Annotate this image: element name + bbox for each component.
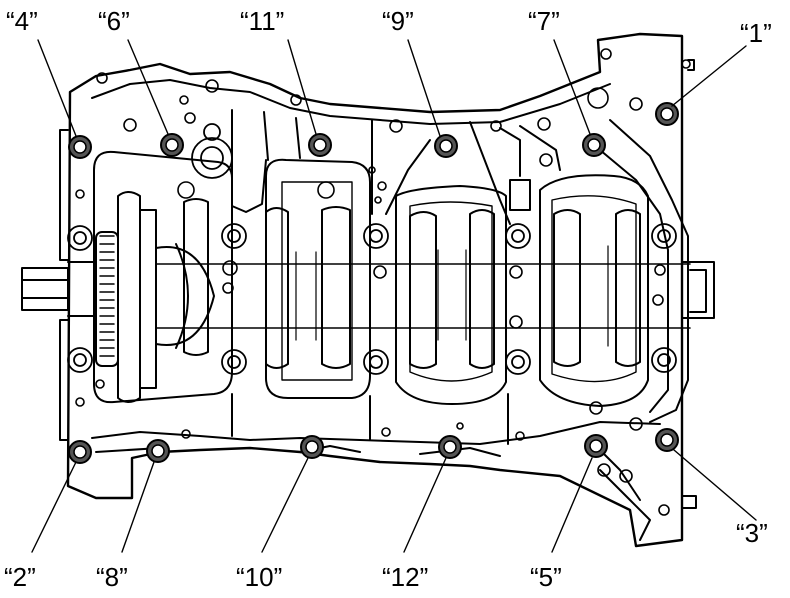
label-2: “2” [4, 562, 36, 592]
label-11: “11” [240, 6, 284, 36]
label-10: “10” [236, 562, 282, 592]
bolts [68, 102, 679, 464]
bolt-10 [300, 435, 324, 459]
label-12: “12” [382, 562, 428, 592]
leader-3 [673, 449, 757, 521]
bolt-8 [146, 439, 170, 463]
label-5: “5” [530, 562, 562, 592]
leader-1 [671, 45, 747, 107]
label-9: “9” [382, 6, 414, 36]
leader-9 [407, 39, 441, 137]
leader-8 [121, 461, 155, 553]
leader-7 [553, 39, 591, 135]
bearing-bays [93, 150, 649, 407]
bolt-7 [582, 133, 606, 157]
bolt-9 [434, 134, 458, 158]
leader-11 [287, 39, 317, 135]
bolt-12 [438, 435, 462, 459]
small-holes [75, 48, 691, 516]
label-6: “6” [98, 6, 130, 36]
reluctor-ring [95, 231, 119, 367]
leader-12 [403, 457, 447, 553]
dowel-holes [67, 123, 677, 375]
leader-5 [551, 457, 593, 553]
leader-2 [31, 461, 77, 553]
label-3: “3” [736, 518, 768, 548]
label-7: “7” [528, 6, 560, 36]
label-8: “8” [96, 562, 128, 592]
leader-6 [127, 39, 169, 135]
leader-4 [37, 39, 77, 137]
bolt-1 [655, 102, 679, 126]
leader-10 [261, 457, 309, 553]
bolt-3 [655, 428, 679, 452]
bolt-labels: “4” “6” “11” “9” “7” “1” “3” “2” “8” “10… [4, 6, 772, 592]
bolt-11 [308, 133, 332, 157]
bolt-2 [68, 440, 92, 464]
web-ribs [231, 109, 689, 445]
bolt-6 [160, 133, 184, 157]
crankshaft [21, 191, 691, 403]
label-1: “1” [740, 18, 772, 48]
leader-lines [31, 39, 757, 553]
label-4: “4” [6, 6, 38, 36]
bolt-4 [68, 135, 92, 159]
bolt-5 [584, 434, 608, 458]
